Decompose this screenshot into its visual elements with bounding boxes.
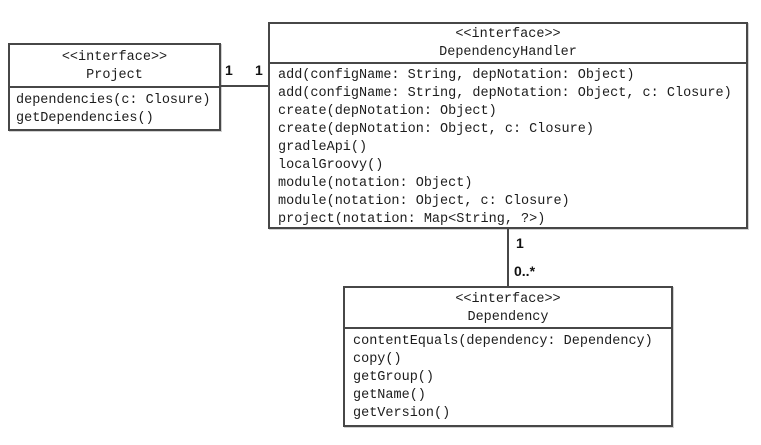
method-item: module(notation: Object, c: Closure) (278, 194, 570, 209)
method-item: getGroup() (353, 370, 435, 385)
multiplicity-label-handler-left-end: 1 (255, 62, 263, 78)
class-box-project: <<interface>> Project dependencies(c: Cl… (8, 43, 221, 131)
class-header-dependency-handler: <<interface>> DependencyHandler (270, 24, 746, 64)
class-header-dependency: <<interface>> Dependency (345, 288, 671, 329)
method-item: dependencies(c: Closure) (16, 93, 211, 108)
stereotype-label: <<interface>> (61, 50, 168, 65)
class-box-dependency-handler: <<interface>> DependencyHandler add(conf… (268, 22, 748, 229)
stereotype-label: <<interface>> (455, 27, 561, 42)
multiplicity-label-project-end: 1 (225, 62, 233, 78)
class-name: DependencyHandler (439, 45, 577, 60)
class-header-project: <<interface>> Project (10, 45, 219, 88)
method-item: create(depNotation: Object) (278, 104, 497, 119)
method-item: gradleApi() (278, 140, 368, 155)
association-line-dependencyhandler-dependency (507, 227, 509, 286)
class-name: Project (86, 68, 143, 83)
class-box-dependency: <<interface>> Dependency contentEquals(d… (343, 286, 673, 427)
method-item: module(notation: Object) (278, 176, 473, 191)
method-item: create(depNotation: Object, c: Closure) (278, 122, 594, 137)
association-line-project-dependencyhandler (219, 85, 268, 87)
method-item: getDependencies() (16, 111, 154, 126)
method-item: getName() (353, 388, 426, 403)
multiplicity-label-dependency-end: 0..* (514, 263, 536, 279)
method-list-dependency-handler: add(configName: String, depNotation: Obj… (270, 64, 746, 229)
method-item: add(configName: String, depNotation: Obj… (278, 86, 732, 101)
method-item: project(notation: Map<String, ?>) (278, 212, 546, 227)
class-name: Dependency (467, 310, 549, 325)
stereotype-label: <<interface>> (455, 292, 561, 307)
method-list-project: dependencies(c: Closure) getDependencies… (10, 88, 219, 128)
method-item: copy() (353, 352, 402, 367)
method-item: localGroovy() (278, 158, 384, 173)
method-item: add(configName: String, depNotation: Obj… (278, 68, 635, 83)
method-list-dependency: contentEquals(dependency: Dependency) co… (345, 329, 671, 423)
method-item: getVersion() (353, 406, 451, 421)
method-item: contentEquals(dependency: Dependency) (353, 334, 653, 349)
multiplicity-label-handler-bottom-end: 1 (516, 235, 524, 251)
